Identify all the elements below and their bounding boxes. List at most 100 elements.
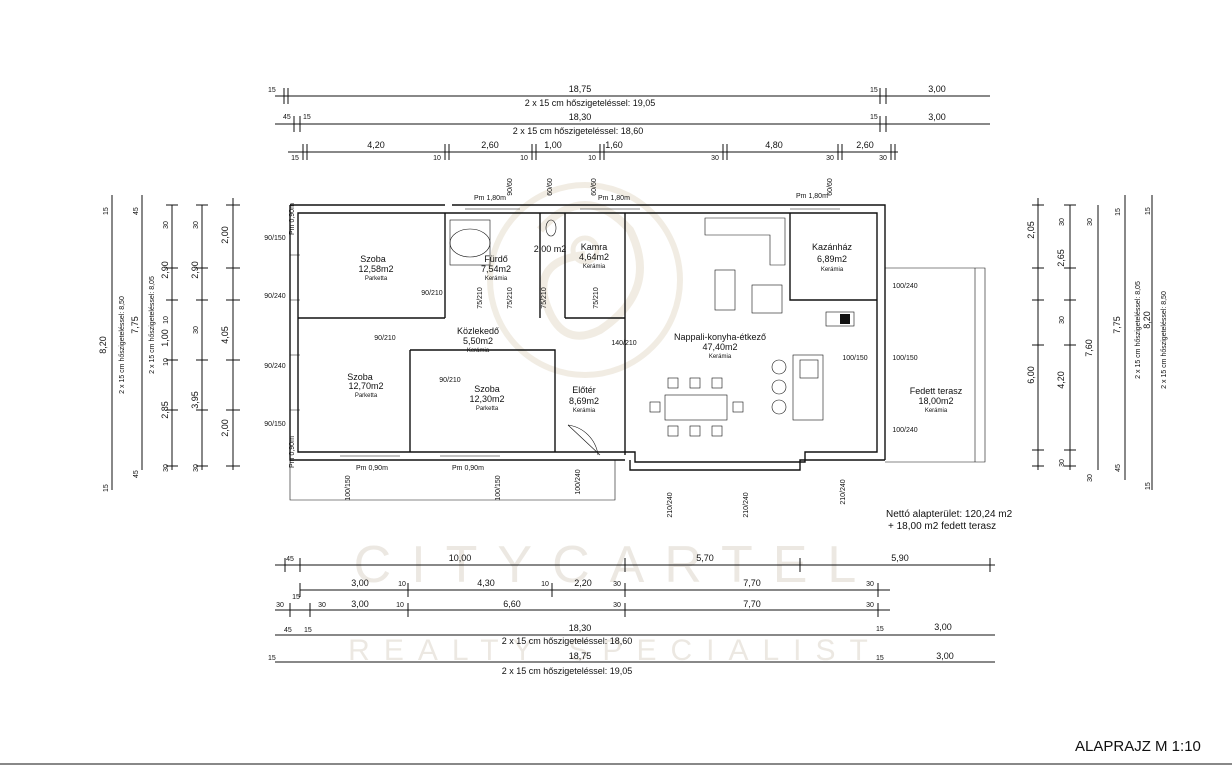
dim-left-col4-0: 30	[193, 221, 200, 229]
opening-size-10: 75/210	[541, 287, 548, 309]
top-dimensions: 15 18,75 15 3,00 2 x 15 cm hőszigeteléss…	[268, 84, 990, 162]
dim-bot-5-rs: 15	[876, 655, 884, 662]
opening-size-17: 100/150	[892, 355, 917, 362]
svg-text:Kerámia: Kerámia	[467, 348, 490, 354]
svg-text:8,69m2: 8,69m2	[569, 396, 599, 406]
svg-text:Kerámia: Kerámia	[485, 276, 508, 282]
svg-text:Parketta: Parketta	[476, 406, 499, 412]
dim-right-note2: 2 x 15 cm hőszigeteléssel: 8,50	[1161, 291, 1168, 389]
left-dimensions: 8,20 2 x 15 cm hőszigeteléssel: 8,50 7,7…	[98, 195, 240, 492]
pm-top-1: Pm 1,80m	[474, 195, 506, 202]
watermark-logo-icon	[487, 182, 683, 378]
dim-left-total2: 7,75	[130, 316, 140, 334]
dim-bot-2-6: 7,70	[743, 578, 761, 588]
dim-bot-1-1: 10,00	[449, 553, 472, 563]
opening-size-11: 75/210	[593, 287, 600, 309]
dim-top-3-4: 10	[520, 155, 528, 162]
svg-text:Közlekedő: Közlekedő	[457, 326, 499, 336]
dim-left-note: 2 x 15 cm hőszigeteléssel: 8,50	[119, 296, 126, 394]
svg-text:Fedett terasz: Fedett terasz	[910, 386, 963, 396]
room-fedett-terasz: Fedett terasz 18,00m2 Kerámia	[910, 386, 963, 414]
dim-bot-2-5: 30	[613, 581, 621, 588]
pm-top-3: Pm 1,80m	[796, 193, 828, 200]
dim-bot-3-0: 30	[276, 602, 284, 609]
dim-right-end-1: 15	[1145, 482, 1152, 490]
opening-size-15: 140/210	[611, 340, 636, 347]
opening-size-25: 210/240	[840, 479, 847, 504]
dim-bot-4-right: 3,00	[934, 622, 952, 632]
dim-right-note: 2 x 15 cm hőszigeteléssel: 8,05	[1135, 281, 1142, 379]
opening-size-7: 60/60	[827, 178, 834, 196]
dim-left-col5-2: 2,00	[220, 419, 230, 437]
dim-bot-3-2: 30	[318, 602, 326, 609]
dim-bot-2-4: 2,20	[574, 578, 592, 588]
dim-bot-3-6: 30	[613, 602, 621, 609]
svg-text:Parketta: Parketta	[355, 393, 378, 399]
dim-right-col2-0: 30	[1059, 218, 1066, 226]
dim-right-col1-0: 2,05	[1026, 221, 1036, 239]
dim-left-col5: 2,00 4,05 2,00	[220, 204, 240, 467]
dim-top-1-right: 3,00	[928, 84, 946, 94]
dim-top-3-0: 15	[291, 155, 299, 162]
dim-bot-5-left: 15	[268, 655, 276, 662]
dim-top-2-l2: 15	[303, 114, 311, 121]
room-nappali: Nappali-konyha-étkező 47,40m2 Kerámia	[674, 332, 766, 360]
dim-top-2-l1: 45	[283, 114, 291, 121]
room-kamra: Kamra 4,64m2 Kerámia	[579, 242, 609, 270]
dim-left-end-3: 45	[133, 470, 140, 478]
opening-size-12: 90/210	[374, 335, 396, 342]
dim-bot-4-l2: 15	[304, 627, 312, 634]
dim-right-col4-2: 45	[1115, 464, 1122, 472]
svg-text:Parketta: Parketta	[365, 276, 388, 282]
svg-text:47,40m2: 47,40m2	[702, 342, 737, 352]
dim-top-3-3: 2,60	[481, 140, 499, 150]
room-szoba-1: Szoba 12,58m2 Parketta	[358, 254, 393, 282]
opening-size-21: 100/150	[345, 475, 352, 500]
room-kazanhaz: Kazánház 6,89m2 Kerámia	[812, 242, 853, 273]
room-szoba-3: Szoba 12,30m2 Parketta	[469, 384, 504, 412]
dim-left-col4-1: 2,90	[190, 261, 200, 279]
dim-left-end-4: 45	[133, 207, 140, 215]
dim-bot-2-0: 3,00	[351, 578, 369, 588]
net-area-text: Nettó alapterület: 120,24 m2	[886, 509, 1013, 520]
opening-labels: Pm 1,80m Pm 1,80m Pm 1,80m Pm 0,90m Pm 0…	[264, 178, 917, 518]
dim-left-col3-3: 1,00	[160, 329, 170, 347]
dim-top-1-note: 2 x 15 cm hőszigeteléssel: 19,05	[525, 98, 656, 108]
svg-text:18,00m2: 18,00m2	[918, 396, 953, 406]
dim-top-3-2: 10	[433, 155, 441, 162]
dim-top-3-12: 30	[879, 155, 887, 162]
svg-text:7,54m2: 7,54m2	[481, 264, 511, 274]
dim-top-3-5: 1,00	[544, 140, 562, 150]
dim-left-total: 8,20	[98, 336, 108, 354]
plan-title: ALAPRAJZ M 1:10	[1075, 738, 1201, 755]
terrace-area-text: + 18,00 m2 fedett terasz	[888, 521, 996, 532]
dim-right-col2-2: 30	[1059, 316, 1066, 324]
dim-top-3-6: 10	[588, 155, 596, 162]
svg-text:2,00 m2: 2,00 m2	[534, 244, 567, 254]
opening-size-19: 100/150	[842, 355, 867, 362]
pm-side-2: Pm 0,90m	[289, 436, 296, 468]
svg-text:12,30m2: 12,30m2	[469, 394, 504, 404]
dim-left-end-2: 15	[103, 484, 110, 492]
svg-text:5,50m2: 5,50m2	[463, 336, 493, 346]
svg-text:Kazánház: Kazánház	[812, 242, 853, 252]
svg-text:6,89m2: 6,89m2	[817, 254, 847, 264]
svg-text:Fürdő: Fürdő	[484, 254, 508, 264]
svg-text:Kerámia: Kerámia	[573, 408, 596, 414]
dim-left-col5-0: 2,00	[220, 226, 230, 244]
dim-left-col5-1: 4,05	[220, 326, 230, 344]
dim-bot-1-0: 45	[286, 556, 294, 563]
dim-top-1-main: 18,75	[569, 84, 592, 94]
dim-top-3-7: 1,60	[605, 140, 623, 150]
dim-left-col3-4: 10	[163, 358, 170, 366]
dim-top-2-right: 3,00	[928, 112, 946, 122]
opening-size-2: 90/240	[264, 363, 286, 370]
room-szoba-2: Szoba 12,70m2 Parketta	[347, 372, 383, 399]
svg-text:12,70m2: 12,70m2	[348, 381, 383, 391]
